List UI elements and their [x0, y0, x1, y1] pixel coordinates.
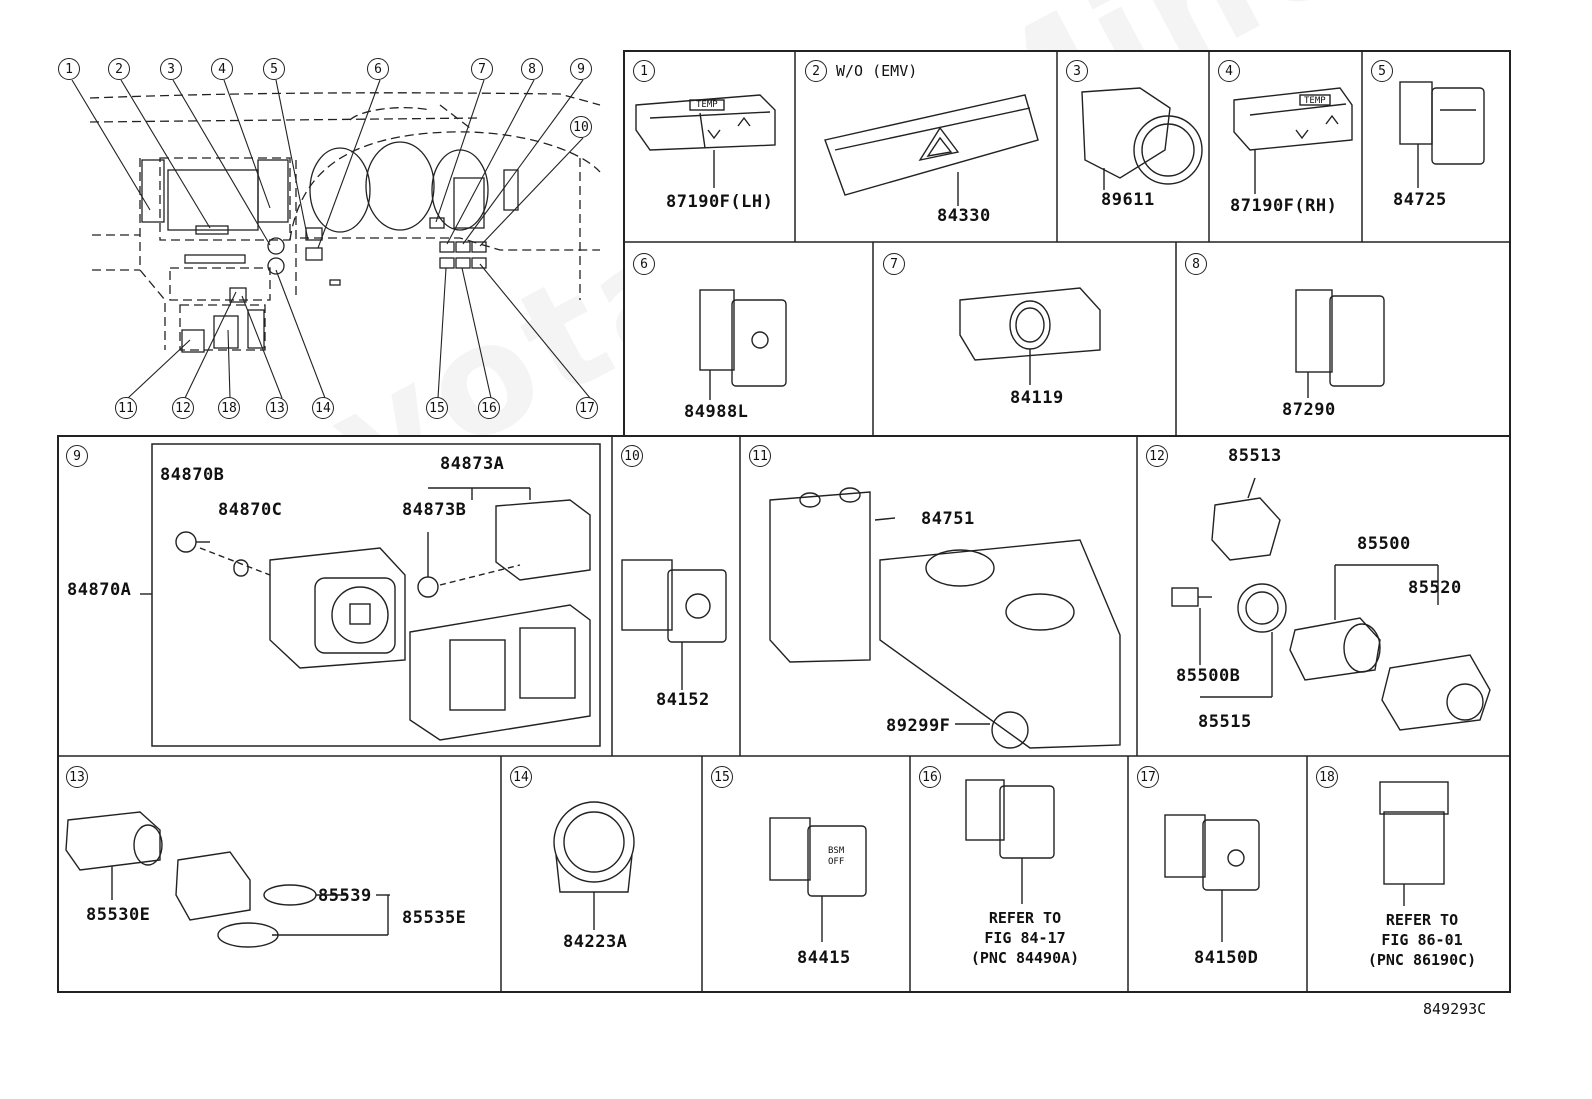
part-84119[interactable]: 84119 [1010, 388, 1064, 408]
part-89611[interactable]: 89611 [1101, 190, 1155, 210]
overview-callout-16[interactable]: 16 [478, 397, 500, 419]
part-84725[interactable]: 84725 [1393, 190, 1447, 210]
part-85520[interactable]: 85520 [1408, 578, 1462, 598]
overview-callout-15[interactable]: 15 [426, 397, 448, 419]
cell-6-number: 6 [633, 253, 655, 275]
part-84988L[interactable]: 84988L [684, 402, 749, 422]
cell-2-note: W/O (EMV) [836, 62, 918, 80]
part-87190F-LH[interactable]: 87190F(LH) [666, 192, 774, 212]
part-84870A[interactable]: 84870A [67, 580, 132, 600]
part-84870B[interactable]: 84870B [160, 465, 225, 485]
drawing-id: 849293C [1423, 1000, 1487, 1018]
part-84330[interactable]: 84330 [937, 206, 991, 226]
part-84415[interactable]: 84415 [797, 948, 851, 968]
part-85513[interactable]: 85513 [1228, 446, 1282, 466]
cell-18-refer-note[interactable]: REFER TO FIG 86-01 (PNC 86190C) [1367, 911, 1477, 969]
cell-5-number: 5 [1371, 60, 1393, 82]
part-84223A[interactable]: 84223A [563, 932, 628, 952]
overview-callout-8[interactable]: 8 [521, 58, 543, 80]
overview-callout-11[interactable]: 11 [115, 397, 137, 419]
part-84873B[interactable]: 84873B [402, 500, 467, 520]
part-85530E[interactable]: 85530E [86, 905, 151, 925]
cell-13-number: 13 [66, 766, 88, 788]
cell-8-number: 8 [1185, 253, 1207, 275]
panel-top-right [623, 50, 1511, 437]
cell-9-number: 9 [66, 445, 88, 467]
part-84150D[interactable]: 84150D [1194, 948, 1259, 968]
cell-4-number: 4 [1218, 60, 1240, 82]
part-89299F[interactable]: 89299F [886, 716, 951, 736]
part-85539[interactable]: 85539 [318, 886, 372, 906]
cell-16-number: 16 [919, 766, 941, 788]
overview-callout-12[interactable]: 12 [172, 397, 194, 419]
part-85535E[interactable]: 85535E [402, 908, 467, 928]
overview-callout-14[interactable]: 14 [312, 397, 334, 419]
temp-label-rh: TEMP [1304, 96, 1326, 106]
cell-17-number: 17 [1137, 766, 1159, 788]
part-84751[interactable]: 84751 [921, 509, 975, 529]
cell-2-number: 2 [805, 60, 827, 82]
part-85500B[interactable]: 85500B [1176, 666, 1241, 686]
cell-14-number: 14 [510, 766, 532, 788]
cell-16-refer-note[interactable]: REFER TO FIG 84-17 (PNC 84490A) [970, 909, 1080, 967]
part-87190F-RH[interactable]: 87190F(RH) [1230, 196, 1338, 216]
overview-callout-17[interactable]: 17 [576, 397, 598, 419]
cell-3-number: 3 [1066, 60, 1088, 82]
overview-callout-5[interactable]: 5 [263, 58, 285, 80]
overview-callout-18[interactable]: 18 [218, 397, 240, 419]
overview-callout-4[interactable]: 4 [211, 58, 233, 80]
cell-7-number: 7 [883, 253, 905, 275]
part-84873A[interactable]: 84873A [440, 454, 505, 474]
part-87290[interactable]: 87290 [1282, 400, 1336, 420]
part-84870C[interactable]: 84870C [218, 500, 283, 520]
overview-callout-7[interactable]: 7 [471, 58, 493, 80]
cell-1-number: 1 [633, 60, 655, 82]
overview-callout-13[interactable]: 13 [266, 397, 288, 419]
cell-12-number: 12 [1146, 445, 1168, 467]
overview-callout-3[interactable]: 3 [160, 58, 182, 80]
overview-callout-6[interactable]: 6 [367, 58, 389, 80]
cell-18-number: 18 [1316, 766, 1338, 788]
part-85515[interactable]: 85515 [1198, 712, 1252, 732]
temp-label-lh: TEMP [696, 100, 718, 110]
part-84152[interactable]: 84152 [656, 690, 710, 710]
overview-callout-9[interactable]: 9 [570, 58, 592, 80]
bsm-off-label: BSM OFF [828, 846, 845, 867]
part-85500[interactable]: 85500 [1357, 534, 1411, 554]
overview-callout-1[interactable]: 1 [58, 58, 80, 80]
overview-callout-2[interactable]: 2 [108, 58, 130, 80]
overview-callout-10[interactable]: 10 [570, 116, 592, 138]
panel-bottom [57, 435, 1511, 993]
cell-15-number: 15 [711, 766, 733, 788]
cell-11-number: 11 [749, 445, 771, 467]
cell-10-number: 10 [621, 445, 643, 467]
